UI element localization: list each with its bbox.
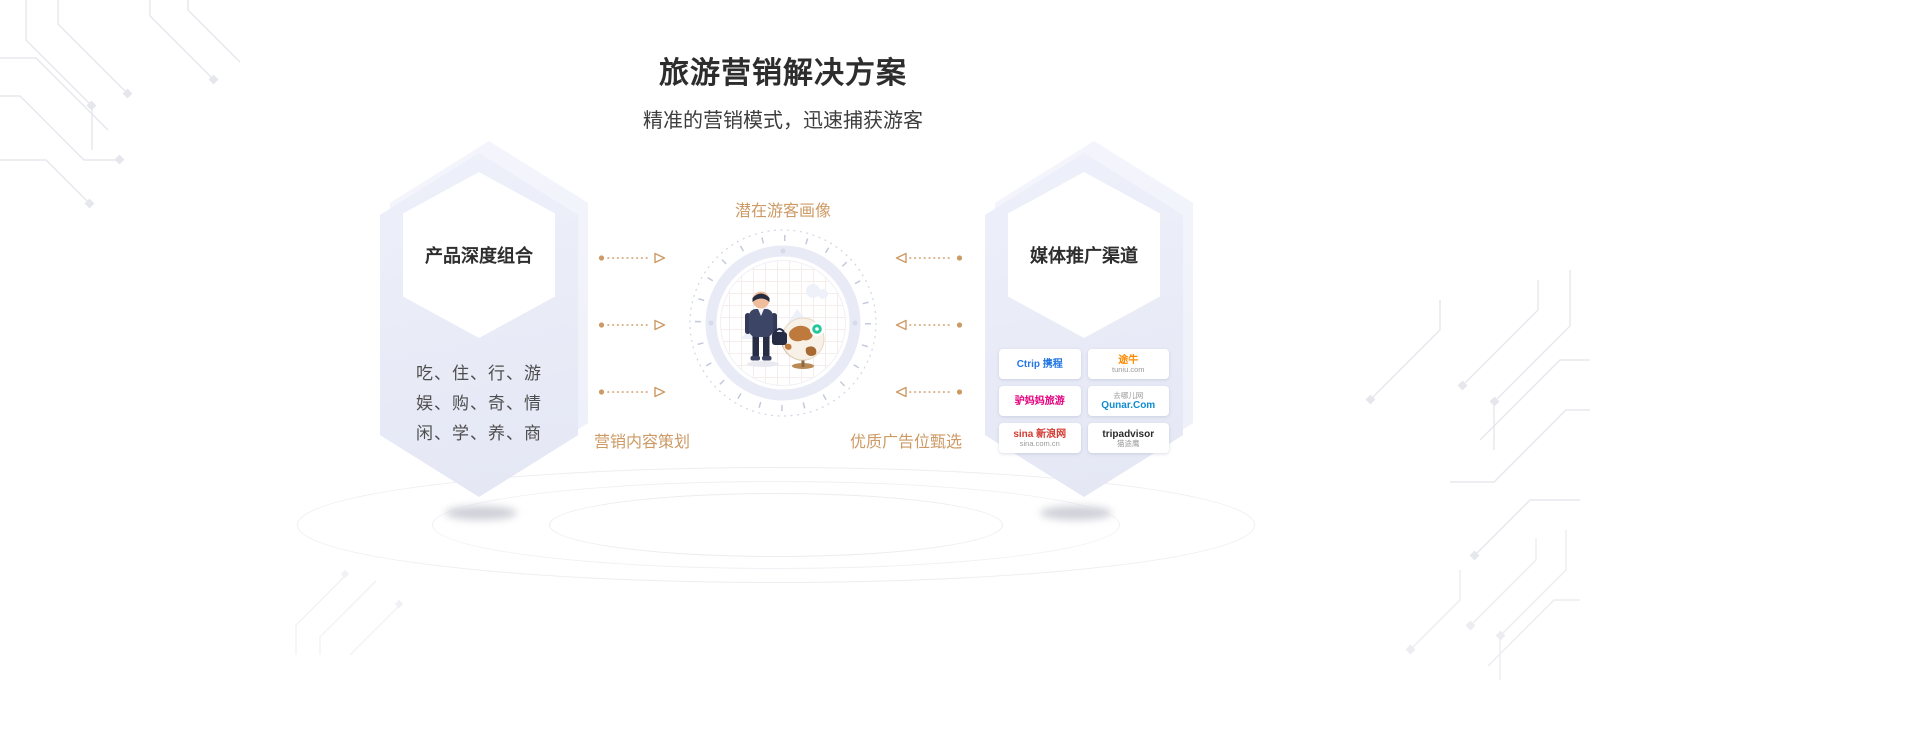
traveler-illustration: [720, 260, 846, 386]
circuit-pattern-bottom-right-icon: [1405, 530, 1580, 680]
tuniu-logo: 途牛 tuniu.com: [1087, 349, 1169, 379]
hexagon-shadow-right: [1040, 506, 1112, 520]
dotted-arrow-left-icon: [895, 319, 963, 331]
card-title-hexagon: 媒体推广渠道: [1008, 172, 1160, 338]
card-line: 吃、住、行、游: [416, 364, 542, 383]
traveler-globe-icon: [741, 284, 828, 369]
card-line: 闲、学、养、商: [416, 424, 542, 443]
bottom-left-label: 营销内容策划: [593, 434, 691, 451]
dotted-arrow-left-icon: [895, 252, 963, 264]
ctrip-logo: Ctrip 携程: [999, 349, 1081, 379]
traveler-profile-dial: [688, 228, 878, 418]
ground-ring-middle: [432, 481, 1120, 569]
circuit-pattern-bottom-left-icon: [295, 569, 404, 655]
left-card-lines: 吃、住、行、游 娱、购、奇、情 闲、学、养、商: [380, 359, 578, 449]
hexagon-shadow-left: [445, 506, 517, 520]
ground-ring-inner: [549, 493, 1003, 557]
lvmama-logo: 驴妈妈旅游: [999, 386, 1081, 416]
qunar-logo: 去哪儿网 Qunar.Com: [1087, 386, 1169, 416]
dotted-arrow-right-icon: [598, 386, 666, 398]
media-logo-grid: Ctrip 携程 途牛 tuniu.com 驴妈妈旅游 去哪儿网 Qunar.C…: [999, 349, 1169, 453]
right-card-title: 媒体推广渠道: [1030, 246, 1138, 266]
page-title: 旅游营销解决方案: [659, 57, 907, 90]
product-combination-card: 产品深度组合 吃、住、行、游 娱、购、奇、情 闲、学、养、商: [380, 141, 588, 497]
top-label: 潜在游客画像: [734, 203, 832, 220]
circuit-pattern-right-icon: [1365, 270, 1590, 561]
media-channels-card: 媒体推广渠道 Ctrip 携程 途牛 tuniu.com 驴妈妈旅游 去哪儿网 …: [985, 141, 1193, 497]
dotted-arrow-right-icon: [598, 252, 666, 264]
left-card-title: 产品深度组合: [425, 246, 533, 266]
dotted-arrow-left-icon: [895, 386, 963, 398]
sina-logo: sina 新浪网 sina.com.cn: [999, 423, 1081, 453]
tripadvisor-logo: tripadvisor 猫途鹰: [1087, 423, 1169, 453]
page-subtitle: 精准的营销模式，迅速捕获游客: [643, 110, 923, 132]
bottom-right-label: 优质广告位甄选: [849, 434, 963, 451]
ground-ring-outer: [297, 467, 1255, 583]
card-line: 娱、购、奇、情: [416, 394, 542, 413]
circuit-pattern-top-left-icon: [0, 0, 241, 209]
dotted-arrow-right-icon: [598, 319, 666, 331]
